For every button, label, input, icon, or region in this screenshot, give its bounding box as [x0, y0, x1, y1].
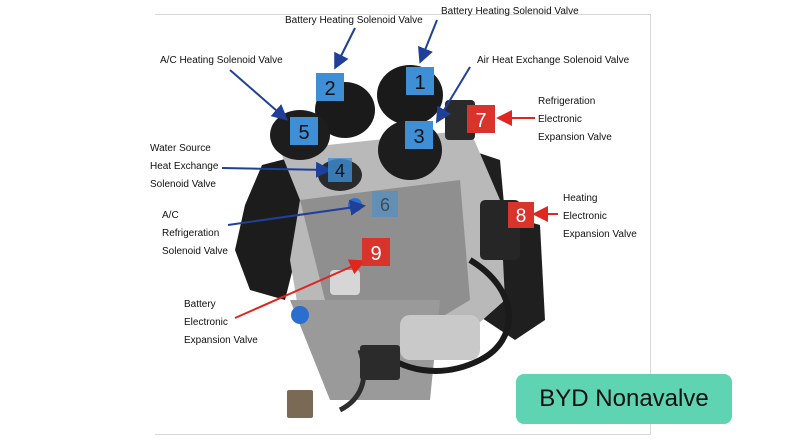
svg-text:4: 4 [335, 161, 345, 181]
label-ac-refrigeration-solenoid-valve: A/C Refrigeration Solenoid Valve [162, 210, 228, 257]
marker-3: 3 [405, 121, 433, 149]
label-air-heat-exchange-solenoid-valve: Air Heat Exchange Solenoid Valve [477, 55, 630, 66]
marker-1: 1 [406, 67, 434, 95]
marker-4: 4 [328, 158, 352, 182]
svg-text:1: 1 [414, 72, 425, 94]
label-ac-heating-solenoid-valve: A/C Heating Solenoid Valve [160, 55, 283, 66]
marker-2: 2 [316, 73, 344, 101]
plug-bottom [287, 390, 313, 418]
arrow-4 [221, 161, 332, 178]
label-water-source-heat-exchange-solenoid-valve: Water Source Heat Exchange Solenoid Valv… [150, 143, 219, 190]
frame-bottom-line [155, 434, 650, 435]
arrow-9 [234, 259, 366, 319]
wiring-harness [377, 257, 512, 374]
frame-right-line [650, 14, 651, 435]
arrow-6 [227, 199, 366, 226]
svg-text:6: 6 [380, 195, 390, 215]
svg-text:9: 9 [370, 243, 381, 265]
arrow-5 [229, 69, 289, 121]
marker-6: 6 [372, 191, 398, 217]
inlet-fitting [330, 270, 360, 295]
marker-8: 8 [508, 202, 534, 228]
plug-connector [360, 345, 400, 380]
lower-cylinder [400, 315, 480, 360]
label-battery-heating-solenoid-valve-1: Battery Heating Solenoid Valve [441, 6, 579, 17]
arrow-2 [334, 27, 356, 70]
arrow-3 [435, 66, 471, 124]
frame-top-line [155, 14, 650, 15]
label-heating-electronic-expansion-valve: Heating Electronic Expansion Valve [563, 193, 637, 240]
svg-text:8: 8 [516, 206, 527, 227]
label-battery-electronic-expansion-valve: Battery Electronic Expansion Valve [184, 299, 258, 346]
arrow-1 [418, 19, 438, 64]
blue-fitting [291, 306, 309, 324]
blue-fitting-2 [348, 198, 362, 212]
svg-text:3: 3 [413, 126, 424, 148]
nonavalve-title-badge: BYD Nonavalve [516, 374, 732, 424]
marker-5: 5 [290, 117, 318, 145]
marker-9: 9 [362, 238, 390, 266]
svg-text:5: 5 [298, 122, 309, 144]
label-refrigeration-electronic-expansion-valve: Refrigeration Electronic Expansion Valve [538, 96, 612, 143]
svg-text:2: 2 [324, 78, 335, 100]
marker-7: 7 [467, 105, 495, 133]
label-battery-heating-solenoid-valve-2: Battery Heating Solenoid Valve [285, 15, 423, 26]
svg-text:7: 7 [475, 110, 486, 132]
